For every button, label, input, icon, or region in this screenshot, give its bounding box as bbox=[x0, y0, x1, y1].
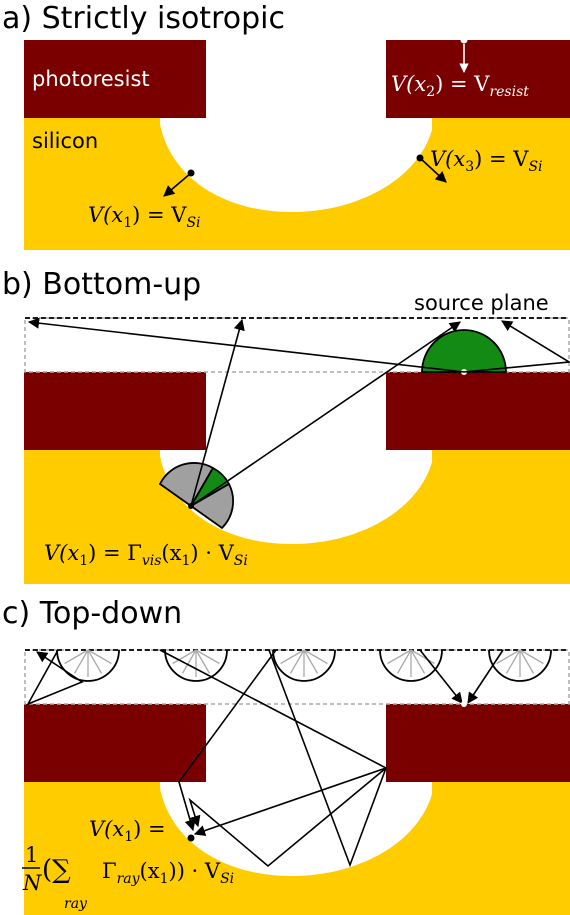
equation-x2: V(x2) = Vresist bbox=[391, 72, 529, 100]
panel-a-geometry bbox=[24, 40, 570, 250]
ray-c-6 bbox=[467, 649, 504, 704]
emitter-spoke bbox=[496, 649, 521, 665]
photoresist-left-a bbox=[24, 40, 206, 118]
equation-x3: V(x3) = VSi bbox=[430, 147, 543, 175]
point-x1-c bbox=[187, 834, 195, 842]
emitter-semicircles bbox=[56, 649, 552, 682]
ray-c-5 bbox=[419, 649, 463, 704]
emitter-arc bbox=[379, 649, 443, 682]
sum-subscript: ray bbox=[64, 896, 88, 912]
emitter-spoke bbox=[519, 649, 544, 665]
ray-c-1 bbox=[26, 649, 84, 706]
photoresist-right-b bbox=[386, 372, 570, 450]
emitter-spoke bbox=[519, 649, 535, 674]
ray-c-4 bbox=[159, 649, 388, 868]
ray-b-4 bbox=[27, 317, 465, 373]
emitter-spoke bbox=[172, 649, 197, 665]
sum-expression: Γray(x1)) · VSi bbox=[102, 859, 234, 887]
emitter-spoke bbox=[505, 649, 521, 674]
silicon-label: silicon bbox=[32, 129, 98, 153]
panel-b-title: b) Bottom-up bbox=[2, 267, 201, 302]
equation-top-down-rhs: 1 N (∑ ray Γray(x1)) · VSi bbox=[22, 843, 234, 912]
point-x2 bbox=[460, 36, 468, 44]
panel-a-title: a) Strictly isotropic bbox=[2, 1, 285, 36]
emitter-spoke bbox=[87, 649, 103, 674]
fraction-numerator: 1 bbox=[25, 843, 38, 867]
normal-arrow-x1 bbox=[163, 172, 192, 197]
emitter-spoke bbox=[195, 649, 211, 674]
photoresist-left-c bbox=[24, 704, 206, 782]
ray-b-1 bbox=[190, 318, 245, 507]
panel-c: c) Top-down V(x1) = 1 N (∑ ray bbox=[2, 596, 570, 915]
emitter-arc bbox=[56, 649, 120, 682]
source-plane-box bbox=[24, 317, 570, 373]
emitter-arc bbox=[488, 649, 552, 682]
emitter-spoke bbox=[387, 649, 412, 665]
photoresist-right-c bbox=[386, 704, 570, 782]
emitter-spoke bbox=[289, 649, 305, 674]
equation-x1-a: V(x1) = VSi bbox=[88, 203, 201, 231]
emitter-spoke bbox=[195, 649, 220, 665]
emitter-spoke bbox=[410, 649, 435, 665]
panel-c-geometry bbox=[24, 704, 570, 915]
emitter-spoke bbox=[303, 649, 319, 674]
emitter-spoke bbox=[87, 649, 112, 665]
source-plane-label: source plane bbox=[414, 291, 549, 315]
panel-c-title: c) Top-down bbox=[2, 596, 182, 631]
emitter-hemisphere bbox=[164, 649, 228, 682]
equation-top-down-lhs: V(x1) = bbox=[89, 817, 166, 845]
emitter-spoke bbox=[64, 649, 89, 665]
photoresist-label: photoresist bbox=[32, 67, 150, 91]
emitter-arc bbox=[272, 649, 336, 682]
emitter-spoke bbox=[280, 649, 305, 665]
emitter-hemisphere bbox=[56, 649, 120, 682]
panel-a: a) Strictly isotropic photoresist silico… bbox=[2, 1, 570, 250]
emitter-hemisphere bbox=[488, 649, 552, 682]
emitter-spoke bbox=[396, 649, 412, 674]
panel-b-geometry bbox=[24, 372, 570, 584]
ray-b-3 bbox=[463, 320, 570, 373]
ray-b-2 bbox=[190, 321, 461, 507]
photoresist-right-a bbox=[386, 40, 570, 118]
source-plane-box-c bbox=[24, 649, 570, 705]
etched-cavity-a bbox=[160, 118, 432, 212]
ray-c-3 bbox=[193, 649, 388, 868]
visibility-dome-source bbox=[421, 329, 507, 373]
etched-cavity-c bbox=[160, 782, 432, 876]
emitter-spoke bbox=[73, 649, 89, 674]
emitter-spoke bbox=[410, 649, 426, 674]
photoresist-left-b bbox=[24, 372, 206, 450]
panel-b: b) Bottom-up source plane V(x1) = Γvis(x… bbox=[2, 267, 570, 584]
equation-bottom-up: V(x1) = Γvis(x1) · VSi bbox=[44, 541, 248, 569]
sum-symbol: (∑ bbox=[42, 855, 71, 885]
emitter-hemisphere bbox=[272, 649, 336, 682]
emitter-hemisphere bbox=[379, 649, 443, 682]
fraction-denominator: N bbox=[22, 871, 42, 895]
normal-arrow-x3 bbox=[419, 157, 447, 183]
emitter-spoke bbox=[181, 649, 197, 674]
emitter-arc bbox=[164, 649, 228, 682]
emitter-spoke bbox=[303, 649, 328, 665]
target-point-c bbox=[461, 701, 467, 707]
